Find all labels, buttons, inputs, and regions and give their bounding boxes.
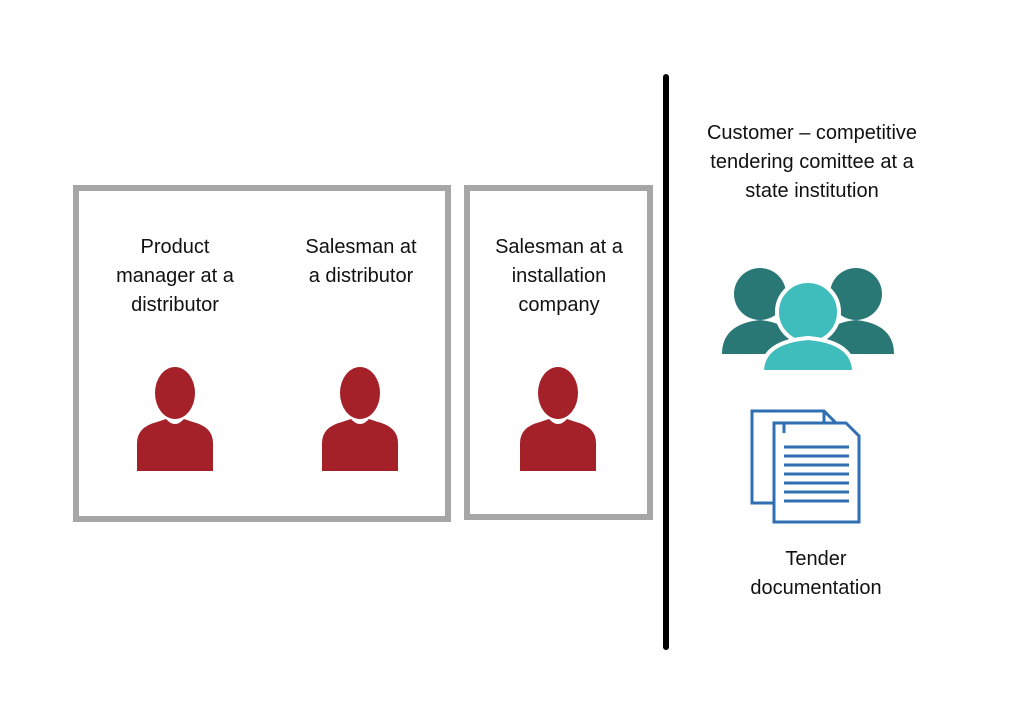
group-icon	[722, 268, 894, 372]
tender-documentation-label: Tender documentation	[750, 548, 882, 599]
person-icon	[520, 367, 596, 471]
person-icon	[322, 367, 398, 471]
person-icon	[137, 367, 213, 471]
customer-label: Customer – competitive tendering comitte…	[706, 122, 918, 202]
documents-icon	[750, 409, 861, 524]
installation-salesman-label: Salesman at a installation company	[495, 236, 623, 316]
customer-divider	[663, 74, 669, 650]
distributor-group-box	[73, 185, 451, 522]
product-manager-label: Product manager at a distributor	[116, 236, 234, 316]
distributor-salesman-label: Salesman at a distributor	[305, 236, 417, 287]
